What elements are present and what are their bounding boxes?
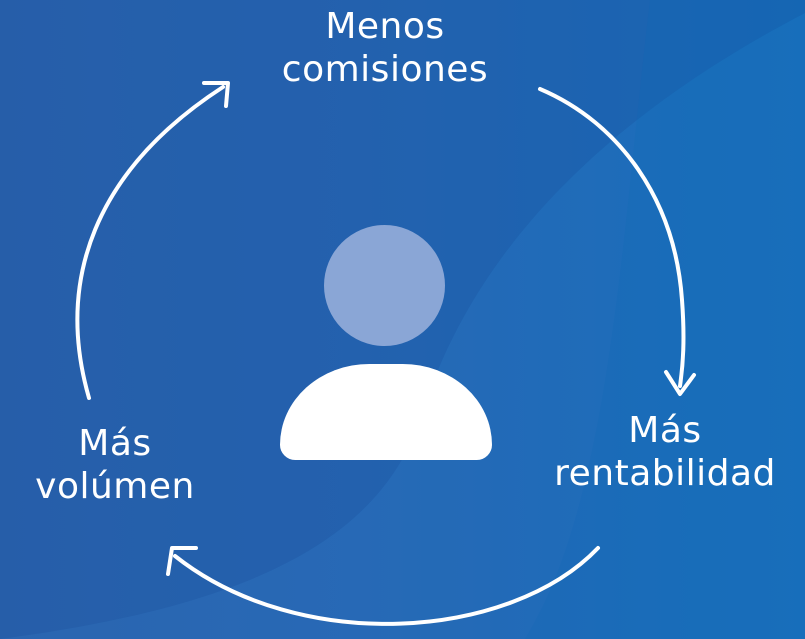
node-menos-comisiones: Menos comisiones	[235, 5, 535, 91]
background-right-light	[0, 13, 805, 639]
node-left-line2: volúmen	[35, 466, 195, 507]
arrow-left-to-top	[75, 85, 225, 400]
node-top-line1: Menos	[325, 6, 445, 47]
node-mas-rentabilidad: Más rentabilidad	[520, 409, 805, 495]
node-right-line2: rentabilidad	[554, 453, 776, 494]
node-top-line2: comisiones	[281, 49, 489, 90]
user-body-icon	[280, 364, 492, 460]
arrowhead-left	[166, 546, 198, 576]
arrowhead-right	[664, 370, 696, 396]
node-left-line1: Más	[78, 423, 152, 464]
arrowhead-top	[202, 81, 230, 108]
user-head-icon	[324, 225, 445, 346]
background-right-band	[525, 0, 805, 639]
user-icon	[280, 225, 492, 460]
node-right-line1: Más	[628, 410, 702, 451]
arrow-right-to-left	[173, 546, 600, 626]
node-mas-volumen: Más volúmen	[0, 422, 230, 508]
arrow-top-to-right	[538, 87, 686, 388]
